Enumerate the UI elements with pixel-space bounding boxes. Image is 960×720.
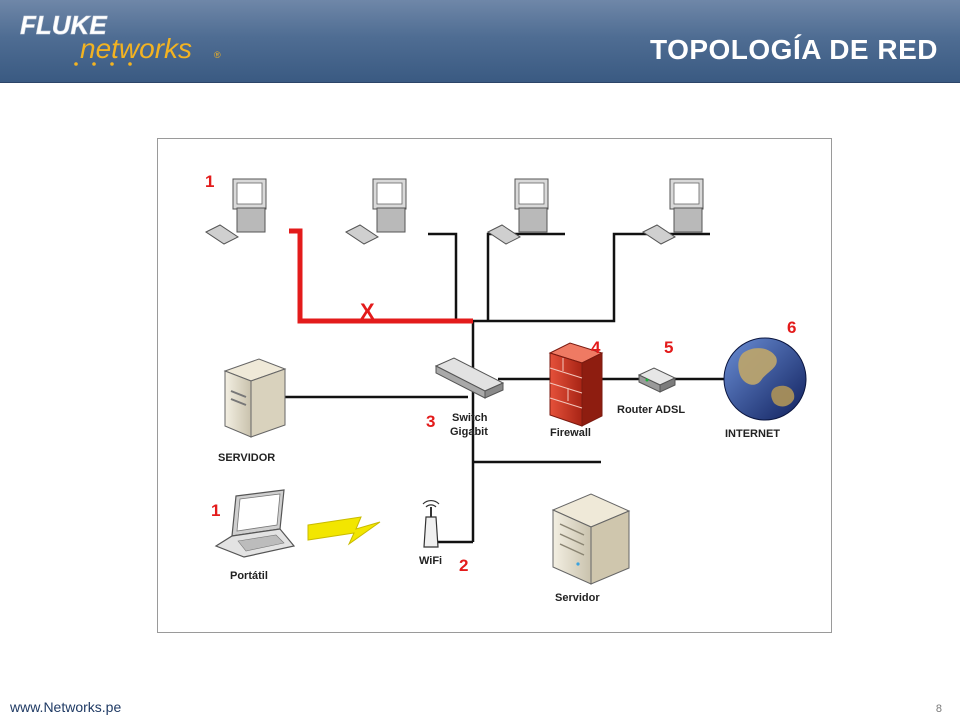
- footer-url: www.Networks.pe: [10, 699, 122, 715]
- firewall-label: Firewall: [550, 427, 591, 439]
- servidor-bottom-label: Servidor: [555, 592, 600, 604]
- marker-wifi: 2: [459, 556, 468, 575]
- wireless-link-icon: [307, 516, 381, 546]
- cable-pc3: [486, 232, 565, 321]
- laptop-icon: [214, 489, 296, 558]
- logo-dot: [92, 62, 96, 66]
- wifi-access-point-icon: [422, 500, 440, 548]
- network-diagram: Switch Gigabit SERVIDOR Firewall: [157, 138, 832, 633]
- fault-marker: X: [360, 299, 375, 324]
- portatil-label: Portátil: [230, 570, 268, 582]
- marker-router: 5: [664, 338, 673, 357]
- page-title: TOPOLOGÍA DE RED: [649, 34, 938, 65]
- cable-pc4: [473, 232, 710, 323]
- globe-icon: [723, 337, 807, 421]
- page-number: 8: [935, 703, 942, 715]
- internet-label: INTERNET: [725, 428, 780, 440]
- router-icon: [637, 367, 677, 393]
- marker-laptop: 1: [211, 501, 220, 520]
- wifi-label: WiFi: [419, 555, 442, 567]
- network-diagram-canvas: Switch Gigabit SERVIDOR Firewall: [205, 172, 807, 604]
- pc-icon: [642, 178, 704, 245]
- switch-icon: [434, 357, 505, 399]
- reference-markers: 1 1 2 3 4 5 6: [205, 172, 796, 575]
- server-tower-icon: [223, 358, 287, 438]
- fault-cable-highlight: [289, 228, 473, 324]
- server-rack-icon: [551, 493, 631, 585]
- servidor-left-label: SERVIDOR: [218, 452, 275, 464]
- marker-internet: 6: [787, 318, 796, 337]
- logo-mark: ®: [214, 50, 221, 60]
- pc-icon: [345, 178, 407, 245]
- pc-icon: [205, 178, 267, 245]
- logo-dot: [74, 62, 78, 66]
- slide-header: FLUKE networks ® TOPOLOGÍA DE RED: [0, 0, 960, 83]
- firewall-icon: [548, 342, 604, 427]
- cable-pc2: [428, 232, 458, 321]
- router-label: Router ADSL: [617, 404, 685, 416]
- switch-label: Switch: [452, 412, 488, 424]
- pc-icon: [487, 178, 549, 245]
- switch-label: Gigabit: [450, 426, 488, 438]
- marker-pc: 1: [205, 172, 214, 191]
- logo-dot: [110, 62, 114, 66]
- logo-dot: [128, 62, 132, 66]
- network-cabling: [285, 232, 725, 544]
- logo-sub: networks: [80, 33, 192, 64]
- fluke-networks-logo: FLUKE networks ®: [20, 10, 221, 66]
- marker-switch: 3: [426, 412, 435, 431]
- marker-firewall: 4: [591, 338, 601, 357]
- logo-brand: FLUKE: [20, 10, 107, 40]
